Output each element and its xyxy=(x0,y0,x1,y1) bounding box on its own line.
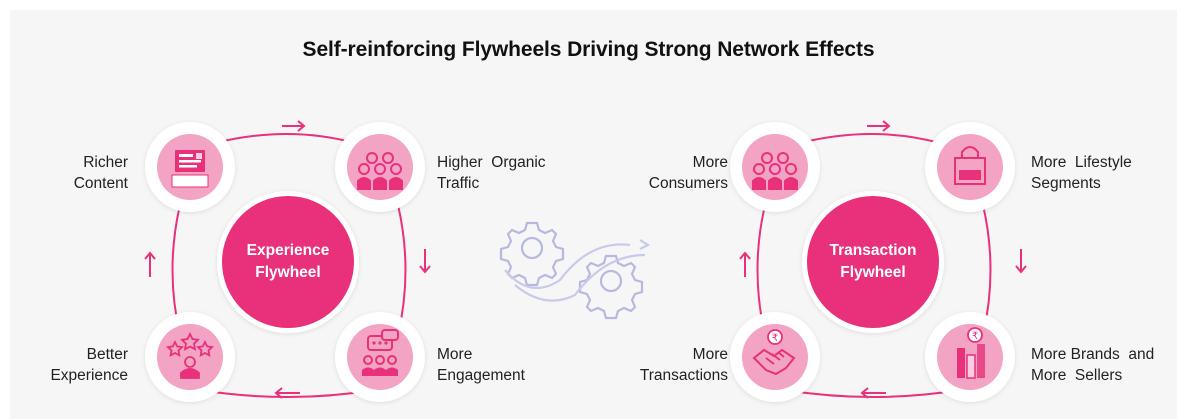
gears-icon xyxy=(499,221,651,320)
node-higher-organic-traffic xyxy=(335,122,425,212)
svg-text:₹: ₹ xyxy=(972,331,978,342)
experience-flywheel: Experience Flywheel xyxy=(144,120,431,402)
shopping-bag-icon xyxy=(954,146,986,185)
arrow-up-icon xyxy=(739,251,751,277)
node-more-engagement xyxy=(335,312,425,402)
label-better-experience: Better Experience xyxy=(50,346,128,384)
people-group-icon xyxy=(357,152,403,190)
transaction-flywheel: Transaction Flywheel xyxy=(730,120,1027,402)
hub-label-line-1: Transaction xyxy=(830,242,917,259)
products-rupee-icon: ₹ xyxy=(957,327,985,379)
arrow-right-icon xyxy=(282,120,306,132)
page-title: Self-reinforcing Flywheels Driving Stron… xyxy=(302,38,875,61)
content-icon xyxy=(171,150,209,188)
hub-label-line-2: Flywheel xyxy=(255,264,320,281)
node-more-brands-sellers: ₹ xyxy=(925,312,1015,402)
arrow-down-icon xyxy=(1015,249,1027,274)
hub-label-line-1: Experience xyxy=(247,242,330,259)
label-more-transactions: More Transactions xyxy=(639,346,728,384)
arrow-left-icon xyxy=(274,387,300,399)
arrow-right-icon xyxy=(867,120,891,132)
label-more-consumers: More Consumers xyxy=(648,154,728,192)
chat-group-icon xyxy=(362,329,399,376)
label-more-brands-sellers: More Brands and More Sellers xyxy=(1031,346,1155,384)
node-richer-content xyxy=(145,122,235,212)
star-rating-icon xyxy=(166,331,214,379)
node-more-consumers xyxy=(730,122,820,212)
gear-right-icon xyxy=(578,254,644,320)
flow-arrows xyxy=(739,120,1027,399)
hub-label-line-2: Flywheel xyxy=(840,264,905,281)
node-more-transactions: ₹ xyxy=(730,312,820,402)
experience-flywheel-hub: Experience Flywheel xyxy=(217,191,359,333)
transaction-flywheel-hub: Transaction Flywheel xyxy=(802,191,944,333)
flow-arrows xyxy=(144,120,431,399)
node-better-experience xyxy=(145,312,235,402)
gear-left-icon xyxy=(499,221,565,287)
arrow-down-icon xyxy=(419,249,431,274)
label-higher-organic-traffic: Higher Organic Traffic xyxy=(437,154,546,192)
label-more-lifestyle-segments: More Lifestyle Segments xyxy=(1031,154,1132,192)
node-more-lifestyle-segments xyxy=(925,122,1015,212)
label-more-engagement: More Engagement xyxy=(437,346,525,384)
arrow-up-icon xyxy=(144,251,156,277)
svg-text:₹: ₹ xyxy=(772,333,778,344)
handshake-rupee-icon: ₹ xyxy=(752,329,796,376)
people-group-icon xyxy=(752,152,798,190)
label-richer-content: Richer Content xyxy=(73,154,128,192)
arrow-left-icon xyxy=(860,387,886,399)
